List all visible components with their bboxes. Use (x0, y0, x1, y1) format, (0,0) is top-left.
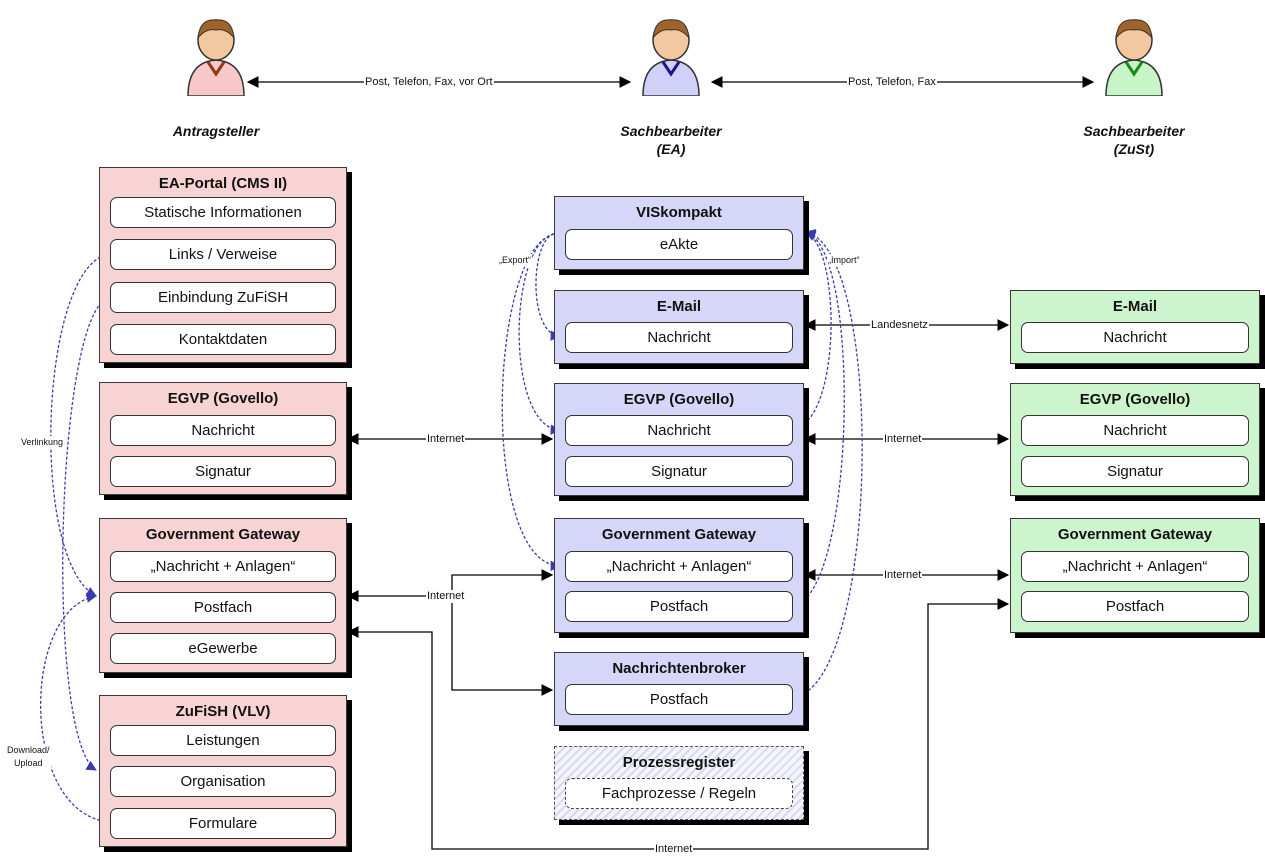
item-postfach: Postfach (110, 592, 336, 623)
item-leistungen: Leistungen (110, 725, 336, 756)
label-antragsteller: Antragsteller (172, 123, 260, 139)
panel-email-mid: E-Mail Nachricht (554, 290, 804, 364)
label-verlinkung: Verlinkung (20, 436, 65, 449)
panel-title: EA-Portal (CMS II) (158, 175, 288, 192)
link-verlinkung (50, 253, 111, 597)
panel-government-gateway-left: Government Gateway „Nachricht + Anlagen“… (99, 518, 347, 673)
item-nachricht: Nachricht (565, 415, 793, 446)
label-export: „Export“ (498, 254, 533, 267)
label-sachbearbeiter-ea: Sachbearbeiter (EA) (620, 123, 722, 157)
item-egewerbe: eGewerbe (110, 633, 336, 664)
panel-title: Prozessregister (622, 754, 736, 771)
item-links-verweise: Links / Verweise (110, 239, 336, 270)
label-landesnetz: Landesnetz (870, 319, 929, 332)
label-import: „Import“ (827, 254, 861, 267)
panel-prozessregister: Prozessregister Fachprozesse / Regeln (554, 746, 804, 820)
panel-title: E-Mail (1112, 298, 1158, 315)
item-eakte: eAkte (565, 229, 793, 260)
item-postfach: Postfach (565, 684, 793, 715)
item-signatur: Signatur (1021, 456, 1249, 487)
export-to-gg (501, 233, 562, 572)
panel-title: EGVP (Govello) (623, 391, 735, 408)
item-nachricht-anlagen: „Nachricht + Anlagen“ (565, 551, 793, 582)
person-icon (187, 19, 245, 96)
import-from-gg (794, 229, 845, 606)
label-post-telefon-fax-vor-ort: Post, Telefon, Fax, vor Ort (364, 76, 494, 89)
panel-egvp-left: EGVP (Govello) Nachricht Signatur (99, 382, 347, 495)
item-nachricht-anlagen: „Nachricht + Anlagen“ (1021, 551, 1249, 582)
item-nachricht: Nachricht (1021, 322, 1249, 353)
label-internet-gg-right: Internet (883, 569, 923, 582)
label-sachbearbeiter-zust: Sachbearbeiter (ZuSt) (1083, 123, 1185, 157)
export-to-egvp (518, 233, 562, 435)
panel-egvp-mid: EGVP (Govello) Nachricht Signatur (554, 383, 804, 496)
panel-title: Government Gateway (601, 526, 757, 543)
item-nachricht: Nachricht (1021, 415, 1249, 446)
panel-title: ZuFiSH (VLV) (175, 703, 271, 720)
item-einbindung-zufish: Einbindung ZuFiSH (110, 282, 336, 313)
label-internet-egvp-left: Internet (426, 433, 466, 446)
panel-government-gateway-right: Government Gateway „Nachricht + Anlagen“… (1010, 518, 1260, 633)
item-statische-informationen: Statische Informationen (110, 197, 336, 228)
label-internet-egvp-right: Internet (883, 433, 923, 446)
edge-gg-left-internet-split (346, 569, 554, 602)
panel-title: Government Gateway (145, 526, 301, 543)
item-fachprozesse-regeln: Fachprozesse / Regeln (565, 778, 793, 809)
panel-title: VISkompakt (636, 204, 722, 221)
person-icon (642, 19, 700, 96)
item-nachricht: Nachricht (565, 322, 793, 353)
panel-title: E-Mail (656, 298, 702, 315)
item-postfach: Postfach (1021, 591, 1249, 622)
item-organisation: Organisation (110, 766, 336, 797)
panel-title: EGVP (Govello) (167, 390, 279, 407)
item-nachricht: Nachricht (110, 415, 336, 446)
link-einbindung (62, 296, 111, 771)
panel-nachrichtenbroker: Nachrichtenbroker Postfach (554, 652, 804, 726)
import-from-egvp (794, 231, 832, 429)
item-formulare: Formulare (110, 808, 336, 839)
person-sachbearbeiter-ea (621, 12, 721, 96)
panel-title: Nachrichtenbroker (612, 660, 746, 677)
export-to-email (535, 233, 562, 341)
item-nachricht-anlagen: „Nachricht + Anlagen“ (110, 551, 336, 582)
panel-viskompakt: VISkompakt eAkte (554, 196, 804, 270)
person-antragsteller (166, 12, 266, 96)
label-post-telefon-fax: Post, Telefon, Fax (847, 76, 937, 89)
label-download-upload: Download/ Upload (6, 744, 51, 770)
item-kontaktdaten: Kontaktdaten (110, 324, 336, 355)
panel-email-right: E-Mail Nachricht (1010, 290, 1260, 364)
person-icon (1105, 19, 1163, 96)
edge-gg-left-broker (451, 596, 554, 696)
panel-title: EGVP (Govello) (1079, 391, 1191, 408)
panel-ea-portal: EA-Portal (CMS II) Statische Information… (99, 167, 347, 363)
panel-government-gateway-mid: Government Gateway „Nachricht + Anlagen“… (554, 518, 804, 633)
item-postfach: Postfach (565, 591, 793, 622)
panel-zufish: ZuFiSH (VLV) Leistungen Organisation For… (99, 695, 347, 847)
link-download-upload (40, 592, 111, 823)
panel-egvp-right: EGVP (Govello) Nachricht Signatur (1010, 383, 1260, 496)
import-from-broker (794, 229, 863, 698)
label-internet-bottom: Internet (654, 843, 694, 856)
person-sachbearbeiter-zust (1084, 12, 1184, 96)
item-signatur: Signatur (110, 456, 336, 487)
item-signatur: Signatur (565, 456, 793, 487)
panel-title: Government Gateway (1057, 526, 1213, 543)
label-internet-gg-left: Internet (426, 590, 466, 603)
